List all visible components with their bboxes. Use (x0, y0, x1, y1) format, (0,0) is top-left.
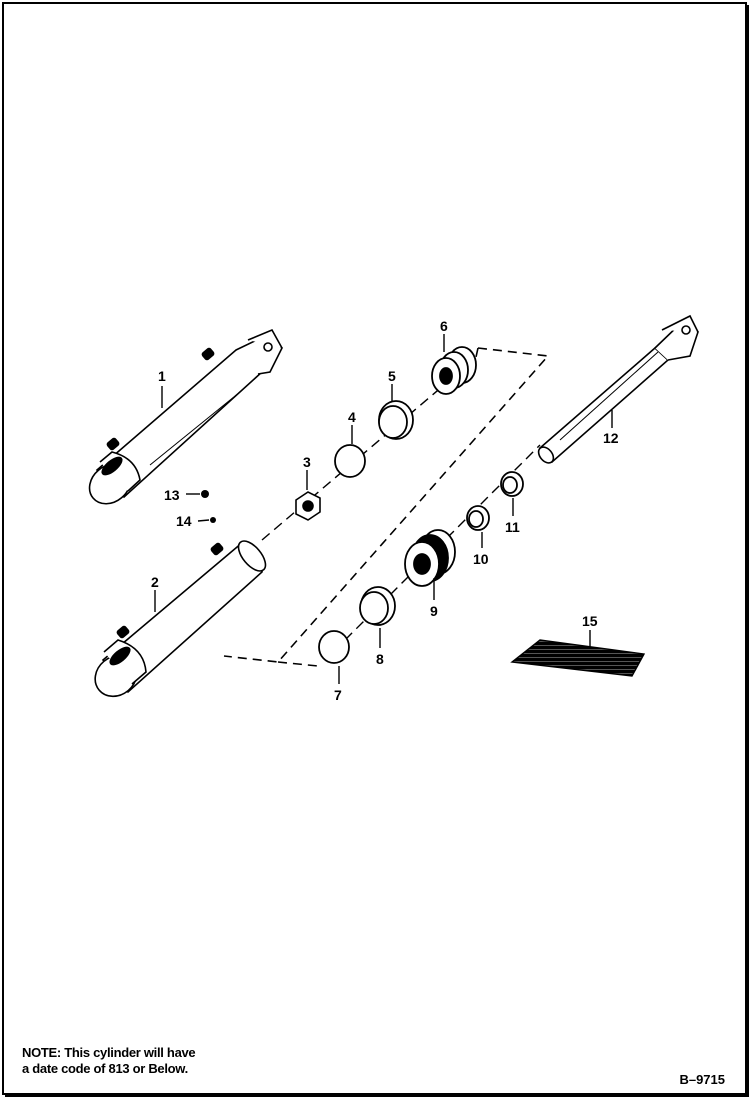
callout-3: 3 (303, 454, 311, 470)
callout-6: 6 (440, 318, 448, 334)
exploded-group-outline (223, 347, 550, 663)
part-6-cylinder-head (431, 346, 477, 395)
date-code-note: NOTE: This cylinder will have a date cod… (22, 1045, 322, 1077)
callout-15: 15 (582, 613, 598, 629)
note-text-1: This cylinder will have (64, 1045, 196, 1060)
part-3-lock-nut (295, 491, 321, 521)
part-15-seal-kit (510, 639, 646, 677)
callout-5: 5 (388, 368, 396, 384)
callout-4: 4 (348, 409, 356, 425)
note-label: NOTE: (22, 1045, 61, 1060)
callout-8: 8 (376, 651, 384, 667)
callout-13: 13 (164, 487, 180, 503)
part-4-o-ring (334, 444, 366, 478)
callout-1: 1 (158, 368, 166, 384)
callout-11: 11 (505, 519, 520, 535)
callout-2: 2 (151, 574, 159, 590)
part-1-cylinder-assembly (88, 328, 284, 505)
callout-14: 14 (176, 513, 192, 529)
callout-10: 10 (473, 551, 489, 567)
figure-reference: B–9715 (679, 1072, 725, 1087)
part-14-grease-fitting (210, 517, 216, 523)
note-text-2: a date code of 813 or Below. (22, 1061, 188, 1076)
callout-7: 7 (334, 687, 342, 703)
part-8-backup-ring (359, 586, 396, 626)
part-10-seal-ring (466, 505, 490, 531)
part-7-o-ring (318, 630, 350, 664)
exploded-edge-bottom (277, 661, 319, 667)
part-12-piston-rod (537, 314, 699, 464)
part-11-seal-ring (500, 471, 524, 497)
leader-14 (197, 519, 210, 522)
part-9-piston (404, 529, 456, 587)
note-line-1: NOTE: This cylinder will have (22, 1045, 322, 1061)
part-13-grease-fitting (201, 490, 209, 498)
assembly-centerline-upper (261, 379, 451, 541)
leader-lines (154, 334, 613, 684)
callout-9: 9 (430, 603, 438, 619)
callout-12: 12 (603, 430, 619, 446)
part-5-backup-ring (378, 400, 414, 440)
part-2-cylinder-barrel (94, 540, 267, 698)
